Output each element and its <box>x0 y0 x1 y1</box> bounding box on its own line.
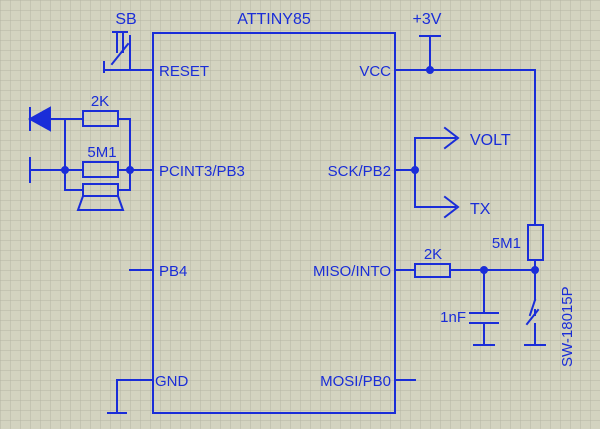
label-resistor-miso: 2K <box>424 246 442 263</box>
label-switch: SB <box>115 11 136 28</box>
label-volt: VOLT <box>470 132 511 149</box>
pin-label-mosi: MOSI/PB0 <box>320 373 391 390</box>
led-diode <box>27 106 84 171</box>
tx-arrow <box>443 195 460 219</box>
volt-arrow <box>443 126 460 150</box>
label-supply: +3V <box>413 11 442 28</box>
pin-label-reset: RESET <box>159 63 209 80</box>
junction-pb3-a <box>61 166 69 174</box>
ic-title: ATTINY85 <box>237 11 311 28</box>
tilt-sensor <box>524 298 546 346</box>
pin-label-sck: SCK/PB2 <box>328 163 391 180</box>
label-resistor-piezo: 5M1 <box>87 144 116 161</box>
junction-vcc <box>426 66 434 74</box>
label-resistor-sensor: 5M1 <box>492 235 521 252</box>
pin-label-pb4: PB4 <box>159 263 187 280</box>
label-tx: TX <box>470 201 491 218</box>
junction-sensor <box>531 266 539 274</box>
pin-label-miso: MISO/INTO <box>313 263 391 280</box>
junction-cap <box>480 266 488 274</box>
pin-label-vcc: VCC <box>359 63 391 80</box>
label-resistor-led: 2K <box>91 93 109 110</box>
label-sensor: SW-18015P <box>559 286 576 367</box>
junction-pb3-b <box>126 166 134 174</box>
ic-body <box>152 32 396 414</box>
junction-sck <box>411 166 419 174</box>
pin-label-pb3: PCINT3/PB3 <box>159 163 245 180</box>
label-capacitor: 1nF <box>440 309 466 326</box>
reset-switch <box>103 31 131 73</box>
piezo-buzzer <box>76 183 125 211</box>
capacitor <box>469 269 499 346</box>
pin-label-gnd: GND <box>155 373 189 390</box>
ground-symbol <box>107 379 131 414</box>
